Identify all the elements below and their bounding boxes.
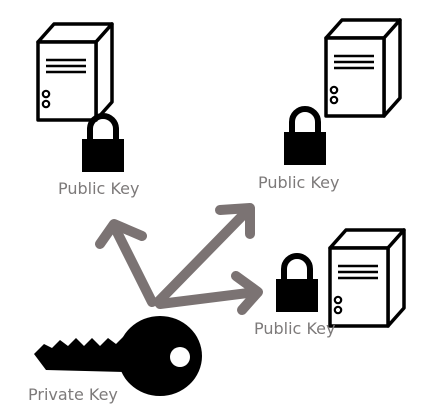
public-key-label-left: Public Key — [58, 179, 140, 198]
public-key-label-bottom-right: Public Key — [254, 319, 336, 338]
padlock-icon — [82, 116, 124, 172]
arrows — [95, 203, 263, 315]
server-icon — [328, 228, 406, 328]
padlock-icon — [284, 109, 326, 165]
arrow-to-top-right-server — [153, 203, 255, 307]
key-icon — [34, 316, 202, 396]
padlock-icon — [276, 256, 318, 312]
server-icon — [324, 18, 402, 118]
arrow-to-bottom-right-server — [155, 271, 263, 315]
private-key-label: Private Key — [28, 385, 118, 404]
server-icon — [36, 22, 114, 122]
arrow-to-left-server — [95, 219, 157, 307]
public-key-label-top-right: Public Key — [258, 173, 340, 192]
